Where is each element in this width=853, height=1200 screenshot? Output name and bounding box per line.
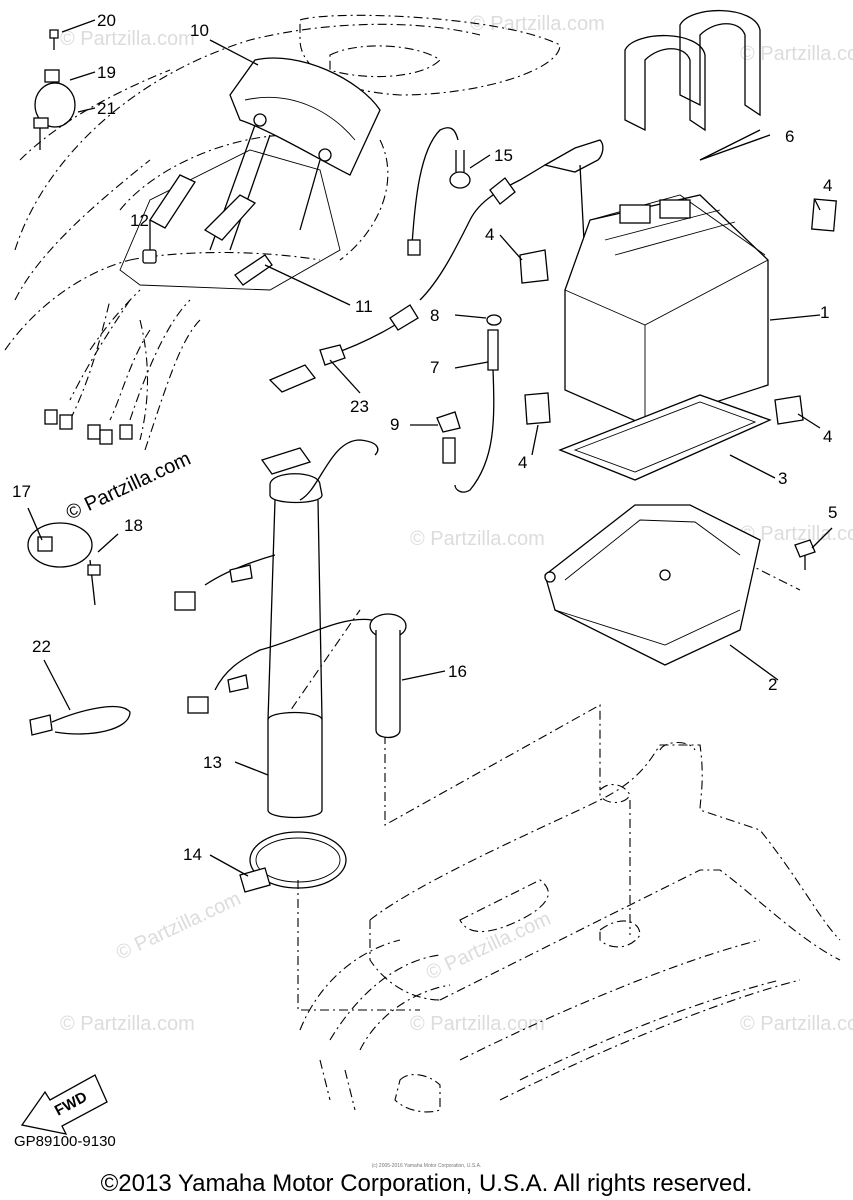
callout-17: 17 <box>12 482 31 501</box>
watermark: © Partzilla.com <box>740 43 853 65</box>
callout-leaders <box>27 19 833 877</box>
callout-2: 2 <box>768 675 777 694</box>
callout-4: 4 <box>823 427 832 446</box>
diagram-code: GP89100-9130 <box>14 1133 116 1150</box>
callout-5: 5 <box>828 503 837 522</box>
part-6-straps <box>624 9 771 161</box>
part-7-vent-hose <box>436 314 502 493</box>
watermark: © Partzilla.com <box>410 1013 545 1035</box>
callout-4: 4 <box>823 176 832 195</box>
part-16-level-sensor <box>187 613 407 739</box>
callout-15: 15 <box>494 146 513 165</box>
callout-3: 3 <box>778 469 787 488</box>
part-3-mat <box>558 394 772 481</box>
watermark: © Partzilla.com <box>113 888 244 965</box>
callout-4: 4 <box>485 225 494 244</box>
callout-14: 14 <box>183 845 202 864</box>
part-1-battery <box>564 194 769 426</box>
part-20-screw <box>49 29 59 50</box>
callout-18: 18 <box>124 516 143 535</box>
watermark: © Partzilla.com <box>423 908 554 985</box>
callout-20: 20 <box>97 11 116 30</box>
watermark: © Partzilla.com <box>410 528 545 550</box>
callout-16: 16 <box>448 662 467 681</box>
callout-1: 1 <box>820 303 829 322</box>
part-17-clip <box>27 522 93 568</box>
callouts: 20 19 21 10 12 11 15 6 4 4 1 8 7 23 9 4 … <box>12 11 837 864</box>
part-12-nut <box>142 249 157 264</box>
part-10-handlebar-cover <box>209 57 381 251</box>
battery-cable <box>268 139 604 393</box>
callout-21: 21 <box>97 99 116 118</box>
fine-print: (c) 2005-2016 Yamaha Motor Corporation, … <box>371 1163 482 1169</box>
watermark: © Partzilla.com <box>740 1013 853 1035</box>
part-14-clamp <box>239 831 347 893</box>
callout-6: 6 <box>785 127 794 146</box>
watermark: © Partzilla.com <box>470 13 605 35</box>
callout-12: 12 <box>130 211 149 230</box>
part-2-battery-box <box>544 504 761 666</box>
watermark-dark: © Partzilla.com <box>63 448 194 525</box>
fwd-arrow-icon: FWD <box>20 1074 108 1135</box>
tank-outline <box>299 741 841 1113</box>
callout-7: 7 <box>430 358 439 377</box>
callout-13: 13 <box>203 753 222 772</box>
callout-22: 22 <box>32 637 51 656</box>
wire-harness <box>44 299 151 445</box>
watermark: © Partzilla.com <box>60 28 195 50</box>
part-18-tie <box>87 559 101 606</box>
callout-19: 19 <box>97 63 116 82</box>
part-11-strips <box>149 174 273 286</box>
callout-11: 11 <box>355 297 373 316</box>
part-22-cable-tie <box>29 705 131 736</box>
callout-9: 9 <box>390 415 399 434</box>
part-15-grommet <box>407 127 471 256</box>
part-13-fuel-sender <box>174 439 379 819</box>
watermark: © Partzilla.com <box>740 523 853 545</box>
callout-23: 23 <box>350 397 369 416</box>
callout-10: 10 <box>190 21 209 40</box>
callout-8: 8 <box>430 306 439 325</box>
callout-4: 4 <box>518 453 527 472</box>
part-19-clamp <box>34 69 76 128</box>
copyright-notice: ©2013 Yamaha Motor Corporation, U.S.A. A… <box>100 1170 753 1197</box>
part-5-bolt <box>794 539 816 570</box>
watermark: © Partzilla.com <box>60 1013 195 1035</box>
part-21-tie <box>33 117 49 150</box>
